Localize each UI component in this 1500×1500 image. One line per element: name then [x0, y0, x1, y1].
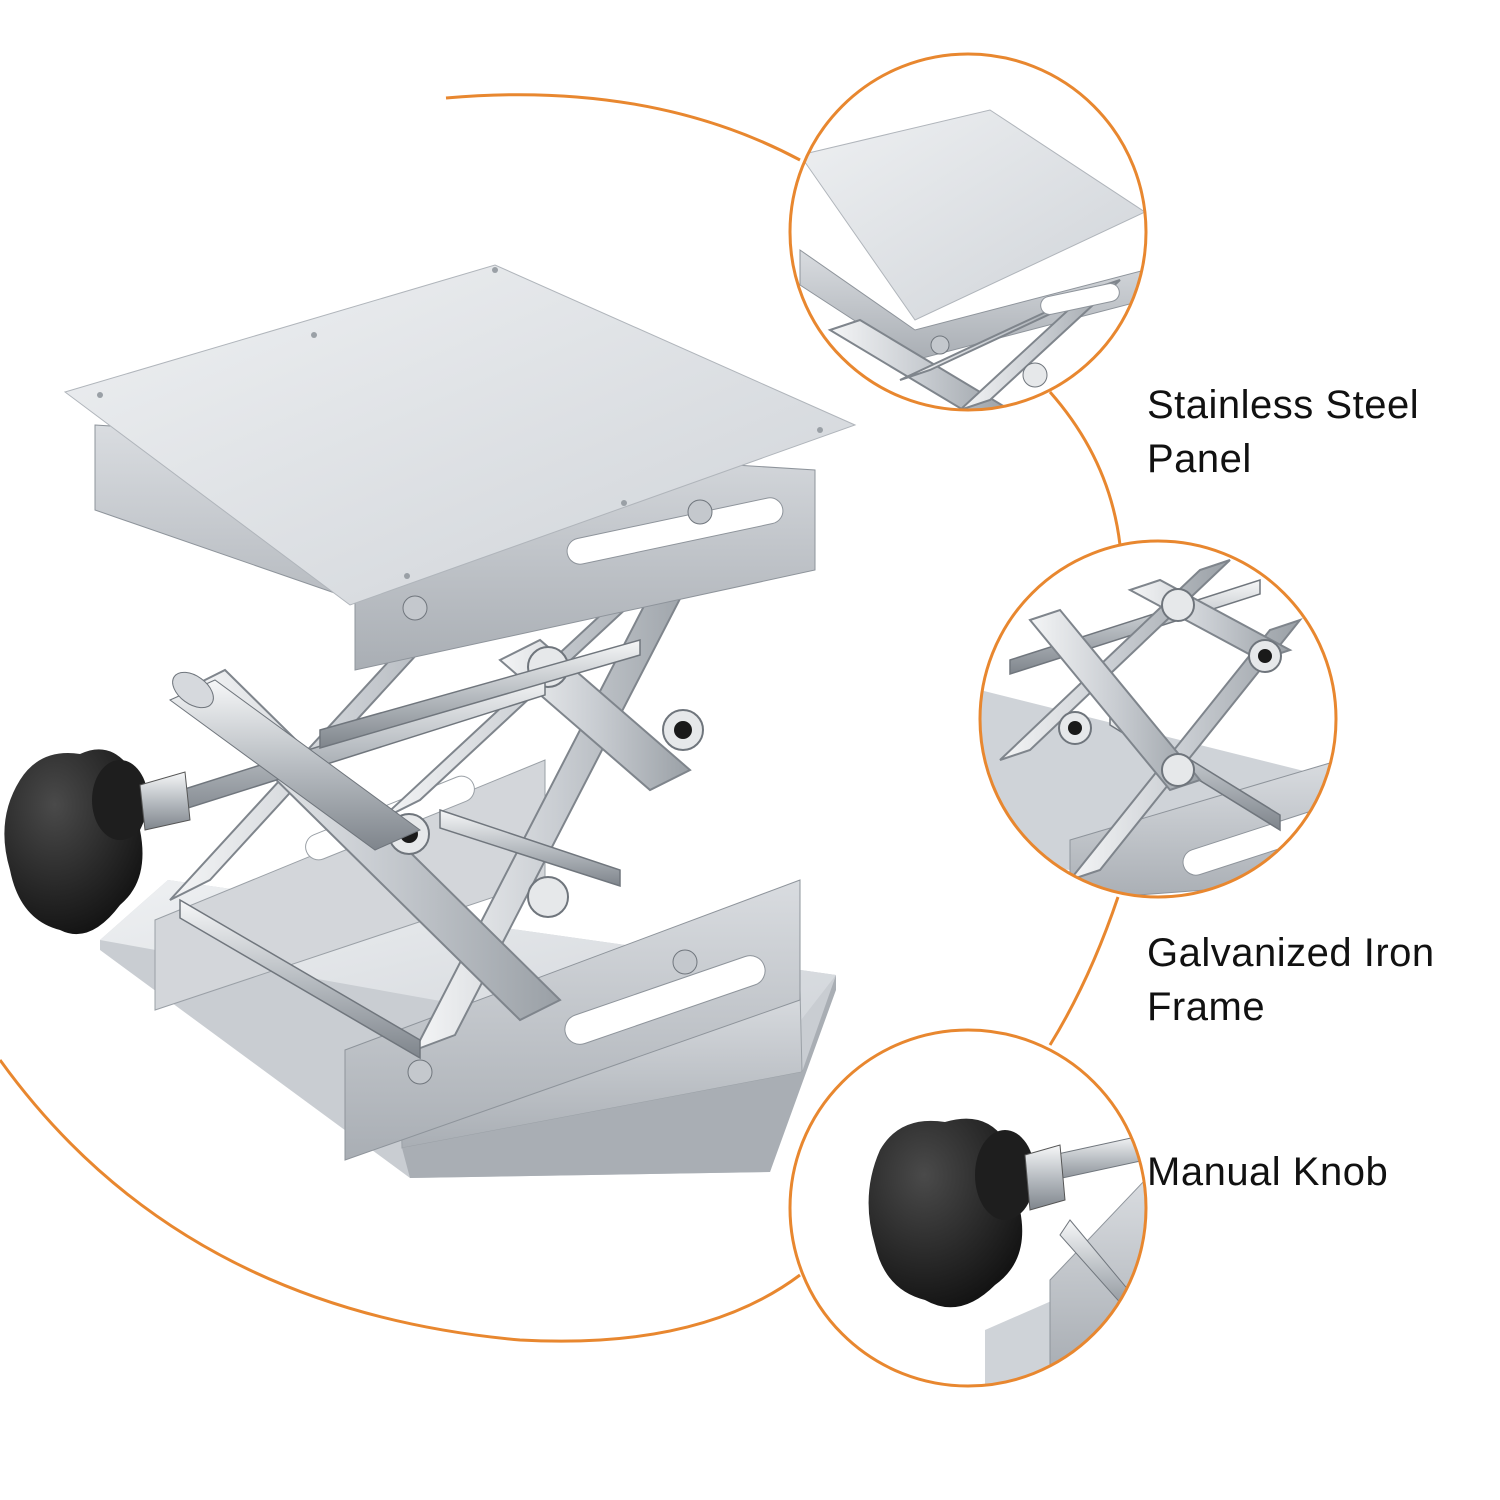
zoom-circle-frame	[978, 539, 1338, 899]
caption-galvanized-iron-frame: Galvanized Iron Frame	[1147, 926, 1435, 1034]
caption-manual-knob: Manual Knob	[1147, 1145, 1388, 1199]
caption-line: Galvanized Iron	[1147, 931, 1435, 975]
lab-jack-main	[4, 264, 857, 1178]
manual-knob	[4, 749, 191, 935]
caption-line: Stainless Steel	[1147, 383, 1420, 427]
orange-connector-arcs	[0, 93, 1122, 1343]
caption-stainless-steel-panel: Stainless Steel Panel	[1147, 378, 1419, 486]
zoom-circle-knob	[788, 1028, 1148, 1388]
caption-line: Frame	[1147, 985, 1266, 1029]
zoom-circle-panel	[788, 52, 1148, 412]
caption-line: Panel	[1147, 437, 1252, 481]
caption-line: Manual Knob	[1147, 1150, 1389, 1194]
